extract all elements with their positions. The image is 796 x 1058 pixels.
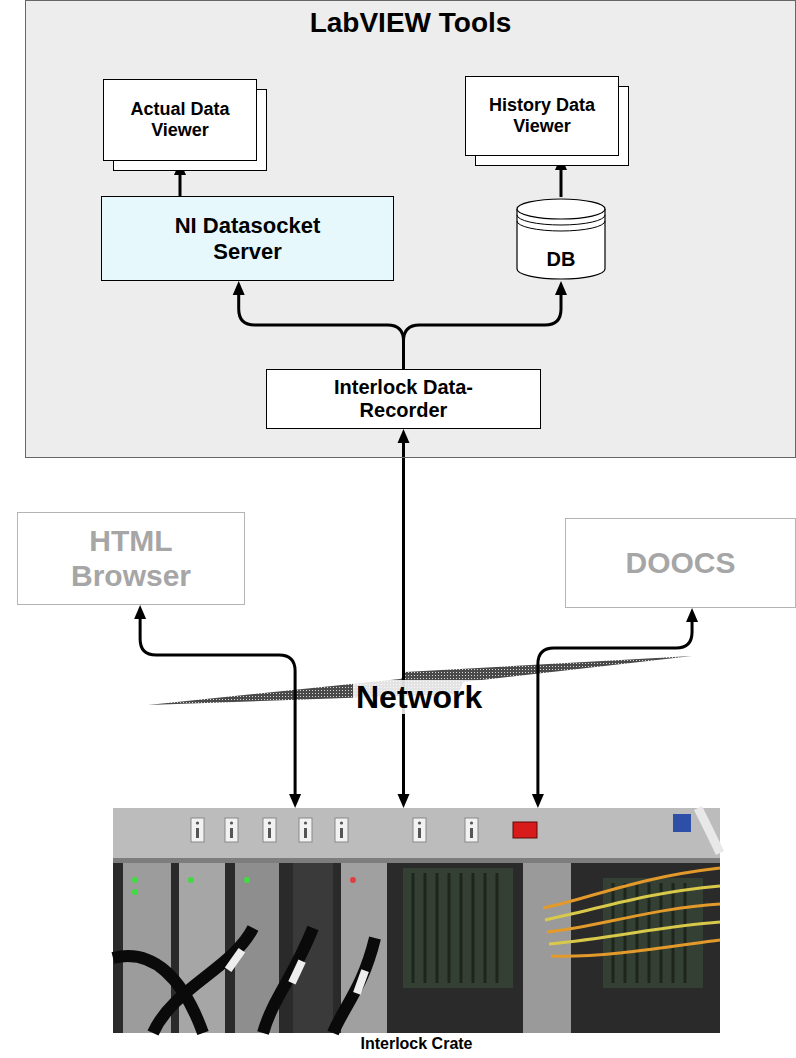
crate-photo <box>335 818 348 842</box>
crate-photo <box>196 821 199 824</box>
crate-photo <box>113 808 720 858</box>
crate-photo <box>230 828 233 838</box>
connector-arrow <box>404 281 568 369</box>
crate-photo <box>470 828 473 838</box>
crate-photo <box>698 808 720 853</box>
crate-photo <box>288 959 305 984</box>
connector-arrow <box>555 156 567 197</box>
connector-arrow <box>134 605 301 808</box>
crate-photo <box>244 877 250 883</box>
crate-photo <box>299 818 312 842</box>
node-label: DOOCS <box>625 546 735 581</box>
crate-photo <box>196 828 199 838</box>
crate-photo <box>549 922 720 944</box>
crate-photo <box>153 928 253 1033</box>
crate-photo <box>350 877 356 883</box>
tools-panel: LabVIEW ToolsActual Data Viewer History D… <box>25 0 796 458</box>
connector-arrow <box>532 794 544 808</box>
recorder-box: Interlock Data-Recorder <box>266 369 541 429</box>
viewer-box: Actual Data Viewer <box>103 79 257 161</box>
connector-arrow <box>404 295 562 369</box>
crate-node: Interlock Crate <box>113 808 720 1053</box>
crate-photo <box>132 889 138 895</box>
crate-photo <box>413 818 426 842</box>
cylinder-outline <box>517 199 605 219</box>
database-cylinder: DB <box>516 197 606 281</box>
crate-photo <box>547 904 720 932</box>
crate-photo <box>113 808 720 1033</box>
crate-photo <box>113 808 720 1033</box>
crate-photo <box>225 818 238 842</box>
node-label: LabVIEW Tools <box>26 7 795 39</box>
connector-arrow <box>398 429 410 808</box>
connector-arrow <box>560 170 563 197</box>
crate-photo <box>263 928 313 1033</box>
crate-photo <box>188 877 194 883</box>
node-label: HTML Browser <box>51 524 211 593</box>
crate-photo <box>268 828 271 838</box>
crate-photo <box>523 863 571 1033</box>
connector-arrow <box>174 161 186 196</box>
crate-photo <box>353 969 369 994</box>
connector-arrow <box>686 608 698 622</box>
crate-photo <box>673 814 691 832</box>
crate-photo <box>132 877 138 883</box>
connector-arrow <box>402 443 405 794</box>
crate-photo <box>340 828 343 838</box>
connector-arrow <box>398 794 410 808</box>
doocs-box: DOOCS <box>565 518 796 608</box>
crate-photo <box>413 873 497 983</box>
crate-photo <box>340 821 343 824</box>
crate-photo <box>263 818 276 842</box>
crate-photo <box>191 818 204 842</box>
browser-box: HTML Browser <box>17 512 245 605</box>
node-label: Actual Data Viewer <box>110 99 250 140</box>
crate-photo <box>113 858 720 863</box>
node-label: NI Datasocket Server <box>158 213 338 264</box>
panel-ground <box>25 0 796 458</box>
connector-arrow <box>179 175 182 196</box>
crate-photo <box>513 822 537 838</box>
crate-photo <box>418 821 421 824</box>
node-label: Interlock Data-Recorder <box>319 376 489 422</box>
crate-photo <box>403 868 513 988</box>
cylinder-outline <box>517 221 605 231</box>
node-label: Interlock Crate <box>113 1035 720 1053</box>
server-box: NI Datasocket Server <box>101 196 394 281</box>
crate-photo <box>304 828 307 838</box>
crate-photo <box>470 821 473 824</box>
crate-photo <box>465 818 478 842</box>
crate-photo <box>225 948 245 972</box>
crate-photo <box>268 821 271 824</box>
crate-photo <box>545 886 720 920</box>
connector-arrow <box>239 295 404 369</box>
connector-arrow <box>555 156 567 170</box>
node-label: History Data Viewer <box>472 95 612 136</box>
connector-arrow <box>140 619 295 794</box>
crate-photo <box>230 821 233 824</box>
node-label: DB <box>547 248 576 271</box>
connector-arrow <box>538 622 692 794</box>
crate-photo <box>304 821 307 824</box>
connector-arrow <box>532 608 698 808</box>
connector-arrow <box>289 794 301 808</box>
connector-arrow <box>233 281 245 295</box>
crate-photo <box>418 828 421 838</box>
connector-arrow <box>174 161 186 175</box>
connector-arrow <box>398 429 410 443</box>
panel-ground <box>25 0 796 458</box>
connector-arrow <box>555 281 567 295</box>
connector-arrow <box>134 605 146 619</box>
viewer-box: History Data Viewer <box>465 76 619 156</box>
connector-arrow <box>233 281 404 369</box>
crate-photo <box>551 940 720 956</box>
network-label: Network <box>353 680 485 714</box>
crate-photo <box>333 938 375 1033</box>
